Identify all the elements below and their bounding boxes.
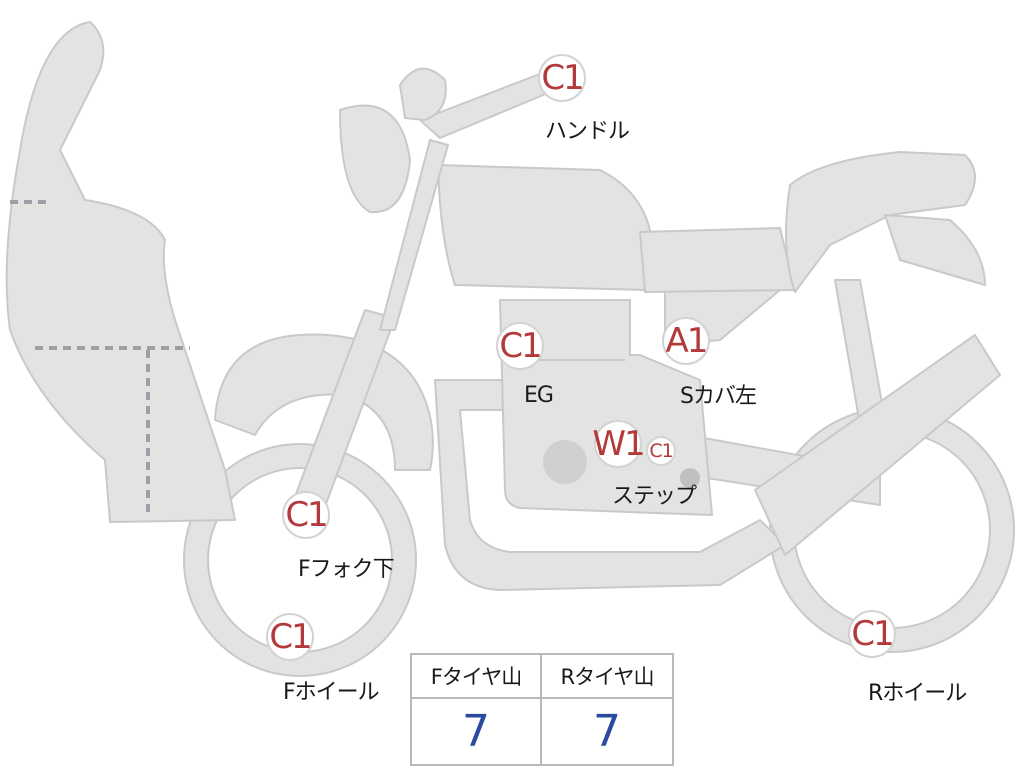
fwheel-badge: C1 [266,613,314,661]
eg-badge: C1 [496,322,544,370]
ffork-badge: C1 [282,491,330,539]
front-fender [214,333,434,471]
ffork-label: Fフォク下 [298,557,395,582]
rwheel-label: Rホイール [868,681,967,706]
scover-badge: A1 [662,317,710,365]
rear-seat [785,151,976,293]
step-c1-badge: C1 [646,436,676,466]
headlight [339,104,411,214]
eg-label: EG [524,383,554,408]
rear-tire-header: Rタイヤ山 [542,655,672,699]
rwheel-badge: C1 [848,610,896,658]
fairing [5,21,236,523]
front-tire-value: 7 [412,699,542,764]
step-knob [680,468,700,488]
rear-tire-value: 7 [593,706,621,757]
engine-cover-circle [543,440,587,484]
handle-badge: C1 [538,54,586,102]
fuel-tank [437,164,651,291]
handle-label: ハンドル [545,119,630,144]
seat [639,227,796,293]
tire-tread-table: Fタイヤ山 Rタイヤ山 7 7 [410,653,674,766]
scover-label: Sカバ左 [680,384,757,409]
muffler [754,334,1001,556]
frame-loop [434,379,786,591]
front-tire-header: Fタイヤ山 [412,655,542,699]
step-label: ステップ [612,484,697,509]
fwheel-label: Fホイール [283,680,380,705]
step-w1-badge: W1 [592,420,646,468]
